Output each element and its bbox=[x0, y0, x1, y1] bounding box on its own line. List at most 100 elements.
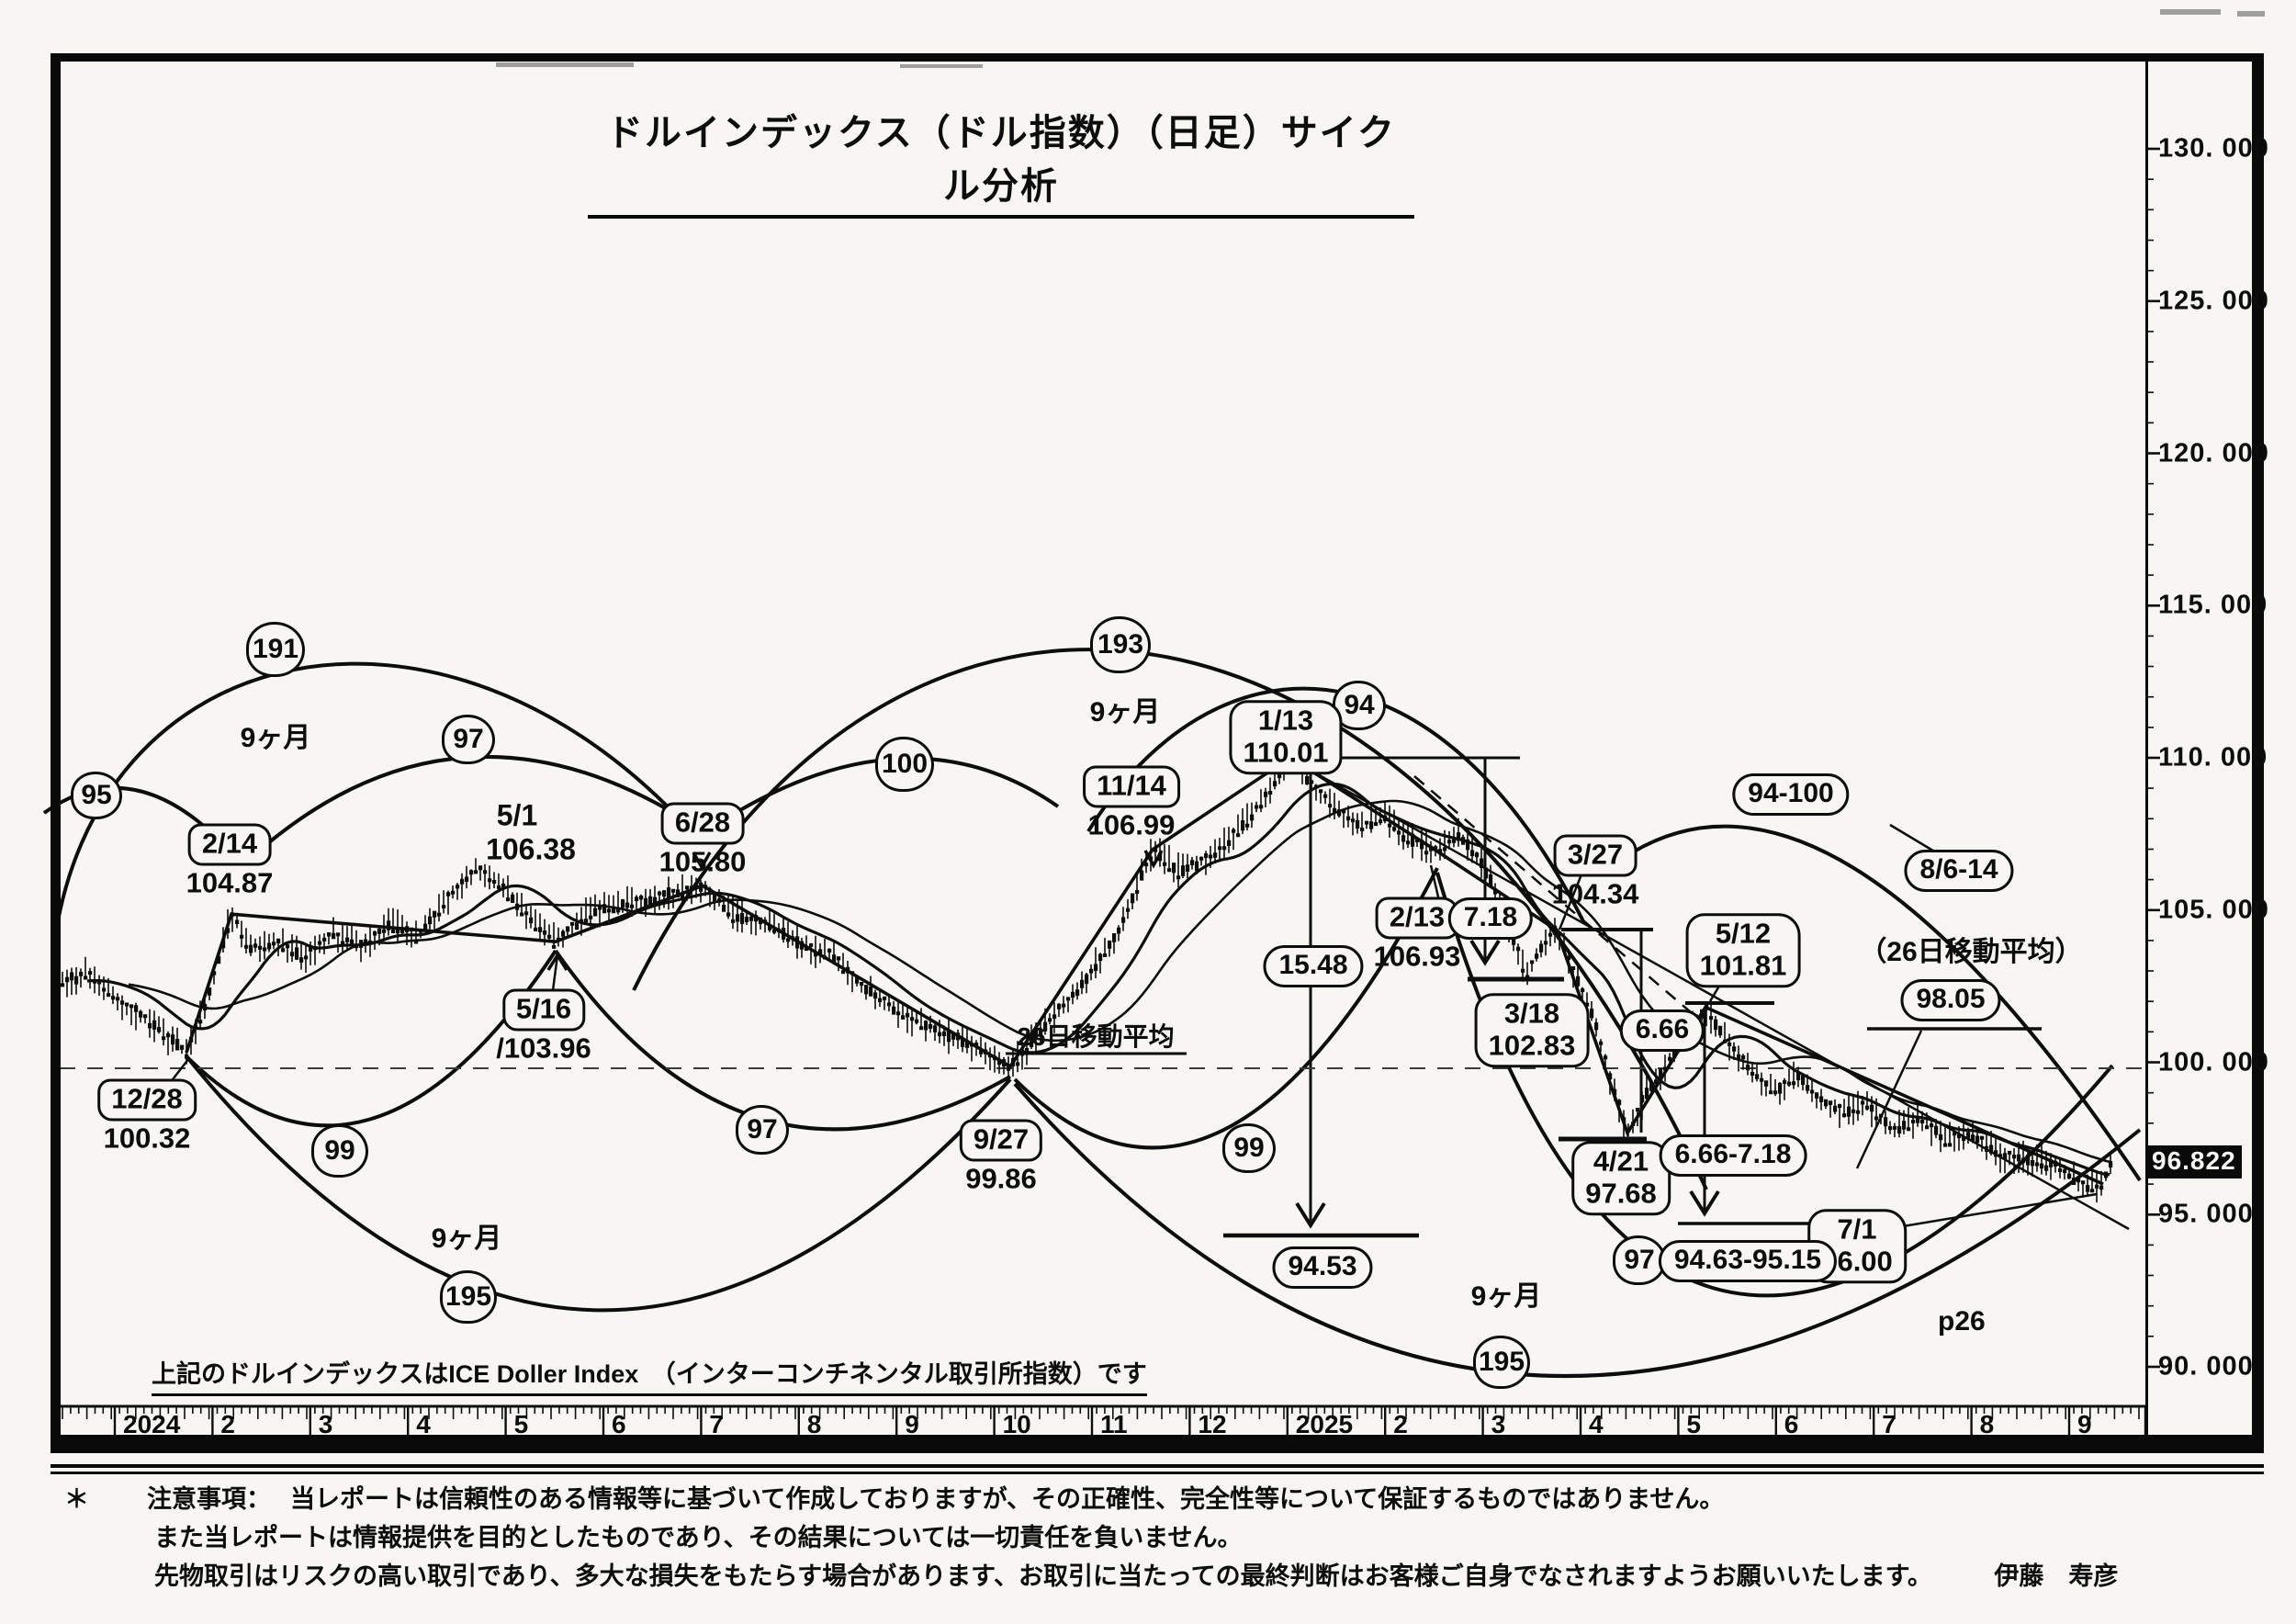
scan-artifact bbox=[2237, 11, 2265, 17]
cycle-count-bubble-191: 191 bbox=[246, 622, 305, 677]
cycle-count-bubble-99: 99 bbox=[311, 1124, 368, 1178]
measure-label-6-66: 6.66 bbox=[1619, 1009, 1705, 1052]
event-label-5-16: 5/16/103.96 bbox=[496, 988, 591, 1066]
chart-text-label: 9ヶ月 bbox=[431, 1224, 502, 1254]
x-axis-month-label: 4 bbox=[416, 1410, 431, 1438]
cycle-count-bubble-97: 97 bbox=[442, 715, 495, 764]
x-axis-month-label: 7 bbox=[1882, 1410, 1896, 1438]
cycle-count-bubble-97: 97 bbox=[1613, 1235, 1666, 1285]
measure-label-94-53: 94.53 bbox=[1272, 1246, 1373, 1289]
pointer-3-27 bbox=[1558, 874, 1583, 930]
ma26-label: 26日移動平均 bbox=[1017, 1022, 1175, 1051]
x-axis-month-label: 10 bbox=[1002, 1410, 1031, 1438]
y-axis-label: 115. 000 bbox=[2158, 590, 2268, 620]
measure-label-94-100: 94-100 bbox=[1732, 773, 1850, 816]
y-axis-label: 125. 000 bbox=[2158, 286, 2269, 316]
pointer-8-6-14 bbox=[1889, 823, 1937, 854]
x-axis-month-label: 7 bbox=[709, 1410, 724, 1438]
y-axis-label: 120. 000 bbox=[2158, 438, 2269, 468]
cycle-count-bubble-97: 97 bbox=[736, 1105, 789, 1155]
chart-text-label: 5/1 bbox=[496, 798, 538, 832]
scan-artifact bbox=[2160, 9, 2221, 15]
x-axis-month-label: 5 bbox=[1686, 1410, 1701, 1438]
chart-text-label: 9ヶ月 bbox=[1089, 697, 1161, 727]
measure-label-98-05: 98.05 bbox=[1900, 979, 2001, 1021]
page-title: ドルインデックス（ドル指数）（日足）サイクル分析 bbox=[588, 103, 1414, 219]
ma-98-05-pointer bbox=[1855, 1030, 1923, 1169]
chart-text-label: 9ヶ月 bbox=[240, 723, 311, 753]
page-rule-1 bbox=[51, 1464, 2264, 1468]
cycle-count-bubble-100: 100 bbox=[875, 737, 934, 792]
x-axis-month-label: 2025 bbox=[1295, 1410, 1354, 1438]
scan-artifact bbox=[496, 62, 634, 67]
page-rule-2 bbox=[51, 1472, 2264, 1474]
frame-bottom-bar bbox=[51, 1435, 2264, 1453]
ma-long-line bbox=[128, 799, 2113, 1164]
drop-666-718-arrowhead bbox=[1689, 1190, 1720, 1217]
drop-7-18-arrowhead bbox=[1469, 939, 1501, 966]
channel-dashed bbox=[1413, 775, 1698, 1019]
x-axis-month-label: 11 bbox=[1100, 1410, 1128, 1438]
chart-text-label: 9ヶ月 bbox=[1470, 1281, 1542, 1312]
disclaimer-line-1: ＊注意事項： 当レポートは信頼性のある情報等に基づいて作成しておりますが、その正… bbox=[64, 1481, 2250, 1519]
swing-zigzag bbox=[185, 755, 2104, 1186]
chart-text-label: （26日移動平均） bbox=[1859, 937, 2083, 967]
x-axis-month-label: 12 bbox=[1198, 1410, 1227, 1438]
axis-divider bbox=[2145, 61, 2148, 1435]
drop-15-48-arrowhead bbox=[1295, 1201, 1326, 1229]
y-axis-label: 100. 000 bbox=[2158, 1047, 2269, 1077]
measure-label-94-63-95-15: 94.63-95.15 bbox=[1658, 1240, 1838, 1282]
arc-195-left bbox=[185, 1054, 1012, 1313]
cycle-count-bubble-95: 95 bbox=[71, 772, 122, 819]
y-axis-label: 130. 000 bbox=[2158, 133, 2269, 164]
footnote-mark: ＊ bbox=[64, 1485, 89, 1513]
y-axis-label: 95. 000 bbox=[2158, 1199, 2254, 1229]
disclaimer: ＊注意事項： 当レポートは信頼性のある情報等に基づいて作成しておりますが、その正… bbox=[64, 1481, 2250, 1596]
x-axis-month-label: 9 bbox=[905, 1410, 919, 1438]
x-axis-month-label: 3 bbox=[1491, 1410, 1506, 1438]
x-axis-month-label: 2024 bbox=[123, 1410, 181, 1438]
x-axis-month-label: 6 bbox=[612, 1410, 626, 1438]
x-axis-month-label: 8 bbox=[806, 1410, 822, 1438]
pointer-5-16-arrowhead bbox=[546, 952, 568, 971]
measure-label-8-6-14: 8/6-14 bbox=[1904, 850, 2014, 892]
y-axis-label: 105. 000 bbox=[2158, 895, 2269, 925]
x-axis-month-label: 2 bbox=[1393, 1410, 1408, 1438]
scan-artifact bbox=[900, 64, 983, 68]
x-axis-month-label: 5 bbox=[513, 1410, 529, 1438]
cycle-count-bubble-193: 193 bbox=[1090, 616, 1151, 673]
disclaimer-line-2: また当レポートは情報提供を目的としたものであり、その結果については一切責任を負い… bbox=[154, 1523, 1243, 1551]
x-axis-month-label: 3 bbox=[318, 1410, 333, 1438]
y-axis-label: 110. 000 bbox=[2158, 742, 2268, 773]
arc-195-right bbox=[1013, 1082, 2142, 1379]
x-axis-month-label: 4 bbox=[1589, 1410, 1604, 1438]
page-number: p26 bbox=[1938, 1306, 1986, 1336]
x-axis-month-label: 8 bbox=[1979, 1410, 1995, 1438]
measure-label-15-48: 15.48 bbox=[1263, 945, 1364, 987]
frame-top bbox=[51, 53, 2263, 62]
arc-94 bbox=[1086, 686, 1586, 924]
chart-text-label: 106.38 bbox=[486, 832, 576, 866]
index-definition-note: 上記のドルインデックスはICE Doller Index （インターコンチネンタ… bbox=[152, 1354, 1147, 1396]
cycle-count-bubble-195: 195 bbox=[440, 1270, 497, 1324]
measure-label-7-18: 7.18 bbox=[1447, 897, 1534, 940]
frame-left bbox=[51, 53, 61, 1453]
pointer-7-1 bbox=[1874, 1192, 2098, 1233]
x-axis-month-label: 9 bbox=[2077, 1410, 2092, 1438]
cycle-count-bubble-99: 99 bbox=[1222, 1123, 1276, 1173]
arc-99-right bbox=[1013, 867, 1439, 1150]
y-axis-label: 90. 000 bbox=[2158, 1351, 2254, 1382]
